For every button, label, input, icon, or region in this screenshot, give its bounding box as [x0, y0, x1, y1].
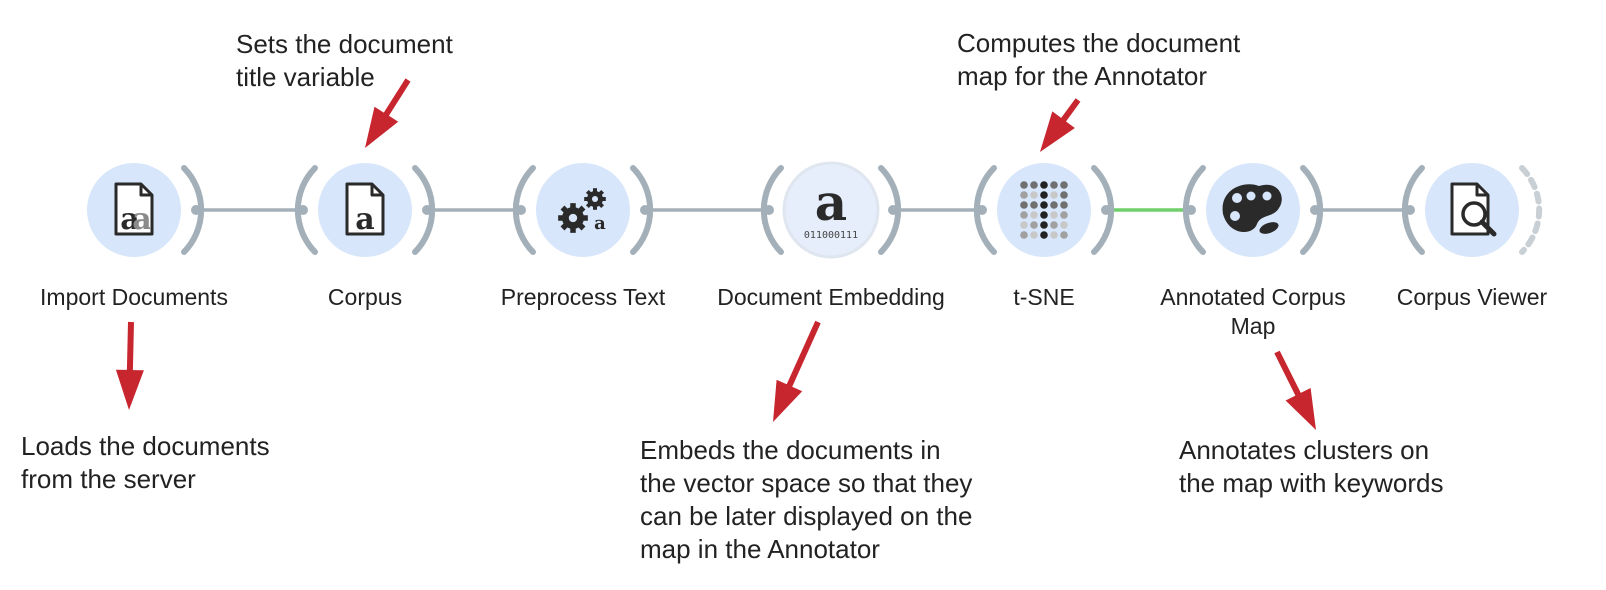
node-label: Document Embedding [717, 284, 945, 310]
magnifier-document-icon [1450, 182, 1497, 237]
dot-matrix-icon [1020, 181, 1068, 239]
node-label: Corpus [328, 284, 402, 310]
annotation-line: Computes the document [957, 28, 1241, 58]
input-port[interactable] [512, 165, 536, 255]
input-port[interactable] [294, 165, 318, 255]
link-import-documents-to-corpus[interactable] [191, 205, 308, 215]
node-label: Map [1231, 313, 1276, 339]
node-label: Import Documents [40, 284, 228, 310]
annotation-line: Sets the document [236, 29, 453, 59]
document-icon: a [345, 182, 385, 237]
node-label: Corpus Viewer [1397, 284, 1548, 310]
node-label: t-SNE [1013, 284, 1074, 310]
input-port[interactable] [1182, 165, 1206, 255]
svg-text:a: a [355, 202, 374, 237]
annotation-corpus: Sets the document title variable [236, 28, 453, 94]
node-label: Annotated Corpus [1160, 284, 1345, 310]
output-port[interactable] [181, 165, 205, 255]
link-document-embedding-to-t-sne[interactable] [888, 205, 987, 215]
annotation-line: title variable [236, 62, 375, 92]
arrow-corpus [365, 78, 411, 148]
output-port[interactable] [630, 165, 654, 255]
output-port[interactable] [1091, 165, 1115, 255]
svg-text:a: a [132, 202, 151, 237]
link-t-sne-to-annotated-corpus-map[interactable] [1101, 205, 1196, 215]
annotation-line: the vector space so that they [640, 468, 973, 498]
node-t-sne[interactable]: t-SNE [973, 163, 1115, 310]
document-a-icon: aa [114, 182, 154, 237]
link-preprocess-text-to-document-embedding[interactable] [640, 205, 774, 215]
annotation-t-sne: Computes the document map for the Annota… [957, 27, 1240, 93]
arrows-layer [115, 78, 1316, 430]
output-port[interactable] [878, 165, 902, 255]
icon-caption: 011000111 [804, 230, 858, 241]
arrow-t-sne [1040, 98, 1081, 152]
node-corpus-viewer[interactable]: Corpus Viewer [1397, 163, 1548, 310]
annotation-line: can be later displayed on the [640, 501, 973, 531]
palette-icon [1222, 184, 1282, 234]
node-circle[interactable] [997, 163, 1091, 257]
annotation-import-documents: Loads the documents from the server [21, 430, 270, 496]
svg-text:a: a [594, 213, 606, 234]
output-port[interactable] [1300, 165, 1324, 255]
svg-text:a: a [815, 173, 847, 232]
annotation-line: Embeds the documents in [640, 435, 941, 465]
input-port[interactable] [973, 165, 997, 255]
annotation-line: map for the Annotator [957, 61, 1208, 91]
svg-text:a: a [120, 202, 139, 237]
annotation-line: the map with keywords [1179, 468, 1444, 498]
arrow-import-documents [115, 321, 144, 410]
output-port[interactable] [1519, 165, 1543, 255]
gears-icon: a [558, 188, 606, 234]
annotation-line: from the server [21, 464, 196, 494]
annotation-annotated-corpus-map: Annotates clusters on the map with keywo… [1179, 434, 1443, 500]
arrow-document-embedding [773, 320, 821, 422]
annotation-line: Annotates clusters on [1179, 435, 1430, 465]
node-label: Preprocess Text [501, 284, 666, 310]
annotation-line: Loads the documents [21, 431, 270, 461]
link-corpus-to-preprocess-text[interactable] [422, 205, 526, 215]
annotation-line: map in the Annotator [640, 534, 880, 564]
input-port[interactable] [760, 165, 784, 255]
output-port[interactable] [412, 165, 436, 255]
input-port[interactable] [1401, 165, 1425, 255]
annotation-document-embedding: Embeds the documents in the vector space… [640, 434, 972, 566]
arrow-annotated-corpus-map [1274, 350, 1316, 430]
link-annotated-corpus-map-to-corpus-viewer[interactable] [1310, 205, 1415, 215]
node-circle[interactable] [782, 161, 880, 259]
